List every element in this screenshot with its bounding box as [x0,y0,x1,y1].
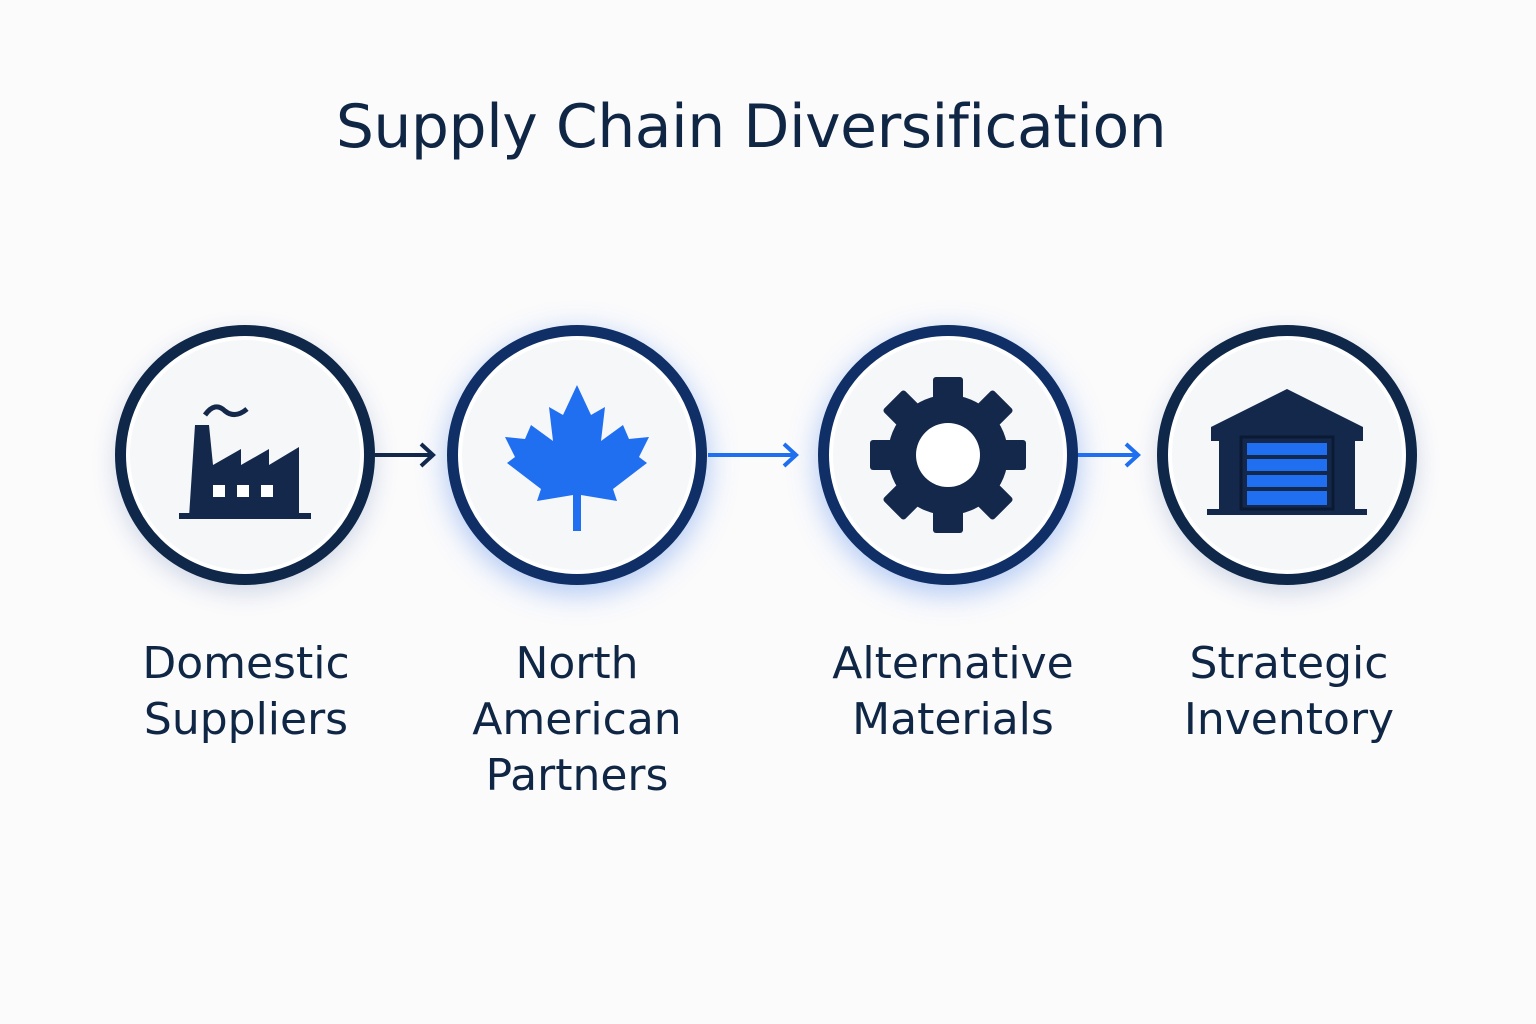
step-strategic-inventory-node [1157,325,1417,585]
arrow-icon [708,442,799,468]
label-line: North [515,638,639,689]
diagram-title: Supply Chain Diversification [335,92,1167,162]
step-label-domestic-suppliers: Domestic Suppliers [86,636,406,748]
label-line: Strategic [1189,638,1389,689]
maple-leaf-icon [505,385,649,531]
label-line: Partners [485,750,669,801]
label-line: Materials [852,694,1054,745]
label-line: American [472,694,682,745]
step-north-american-partners-node [447,325,707,585]
arrow-icon [1078,442,1141,468]
step-label-alternative-materials: Alternative Materials [793,636,1113,748]
factory-icon [179,404,311,519]
gear-icon [870,377,1026,533]
step-alternative-materials-node [818,325,1078,585]
label-line: Suppliers [143,694,349,745]
arrow-icon [375,442,436,468]
step-label-north-american-partners: North American Partners [417,636,737,804]
label-line: Inventory [1183,694,1395,745]
label-line: Domestic [142,638,350,689]
warehouse-icon [1207,389,1367,515]
step-label-strategic-inventory: Strategic Inventory [1129,636,1449,748]
label-line: Alternative [832,638,1074,689]
step-domestic-suppliers-node [115,325,375,585]
